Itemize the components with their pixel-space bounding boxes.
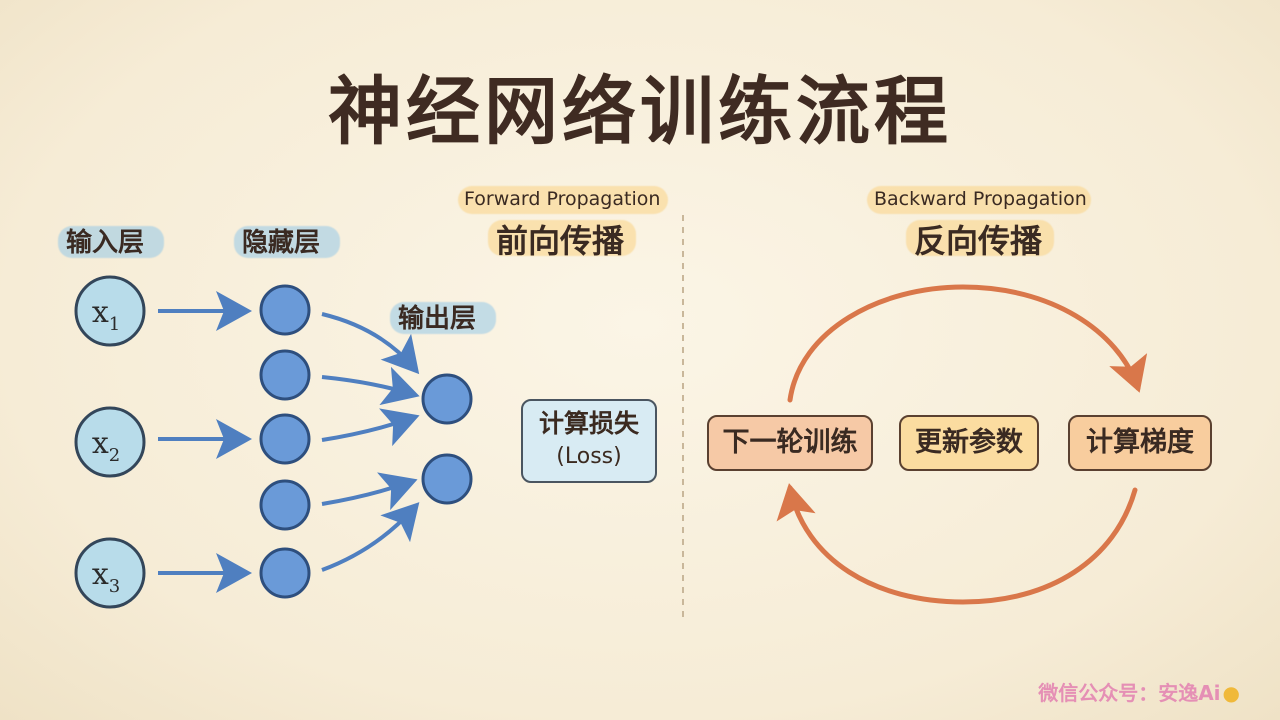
loss-label: 计算损失	[538, 409, 639, 438]
forward-english-label: Forward Propagation	[464, 188, 661, 210]
input-node-3	[74, 537, 146, 609]
hidden-node-5	[259, 547, 311, 599]
hidden-node-4	[259, 479, 311, 531]
input-node-1-label: x1	[92, 295, 120, 335]
hidden-node-1	[259, 284, 311, 336]
hidden-layer-highlight	[234, 226, 340, 258]
output-layer-label: 输出层	[398, 304, 477, 334]
output-node-2	[421, 453, 473, 505]
hidden-node-3	[259, 413, 311, 465]
arrow-h1-o1	[321, 312, 420, 375]
input-node-2	[74, 406, 146, 478]
hidden-layer-label: 隐藏层	[242, 228, 321, 258]
loss-box: 计算损失 (Loss)	[521, 399, 657, 483]
backward-zh-highlight	[906, 220, 1054, 256]
hidden-node-2	[259, 349, 311, 401]
output-node-1	[421, 373, 473, 425]
arrow-h5-o2	[321, 502, 420, 572]
backward-english-label: Backward Propagation	[874, 188, 1087, 210]
arrow-h3-o1	[321, 408, 420, 447]
output-layer	[421, 373, 473, 505]
arrow-h4-o2	[321, 472, 418, 511]
forward-highlight	[458, 186, 668, 214]
page-title: 神经网络训练流程	[328, 69, 952, 155]
forward-chinese-label: 前向传播	[496, 222, 625, 260]
forward-zh-highlight	[488, 220, 636, 256]
watermark-text: 微信公众号：安逸Ai	[1038, 681, 1221, 705]
input-node-1	[74, 275, 146, 347]
backward-highlight	[867, 186, 1091, 214]
input-hidden-arrows	[158, 291, 252, 593]
step-update-params: 更新参数	[899, 415, 1039, 471]
watermark: 微信公众号：安逸Ai●	[1038, 677, 1240, 706]
backward-chinese-label: 反向传播	[914, 222, 1043, 260]
cycle-arrow-top	[787, 284, 1148, 403]
hidden-output-arrows	[321, 312, 420, 572]
step-compute-gradient: 计算梯度	[1068, 415, 1212, 471]
output-layer-highlight	[390, 302, 496, 334]
hidden-layer	[259, 284, 311, 599]
input-layer-label: 输入层	[66, 228, 145, 258]
input-node-2-label: x2	[92, 426, 120, 466]
input-layer-highlight	[58, 226, 164, 258]
input-node-3-label: x3	[92, 557, 120, 597]
input-layer: x1 x2 x3	[74, 275, 146, 609]
step-next-round: 下一轮训练	[707, 415, 873, 471]
loss-english: (Loss)	[556, 444, 622, 469]
arrow-h2-o1	[321, 366, 420, 406]
chick-icon: ●	[1222, 681, 1240, 705]
cycle-arrow-bottom	[776, 483, 1138, 605]
backward-cycle	[776, 284, 1148, 605]
